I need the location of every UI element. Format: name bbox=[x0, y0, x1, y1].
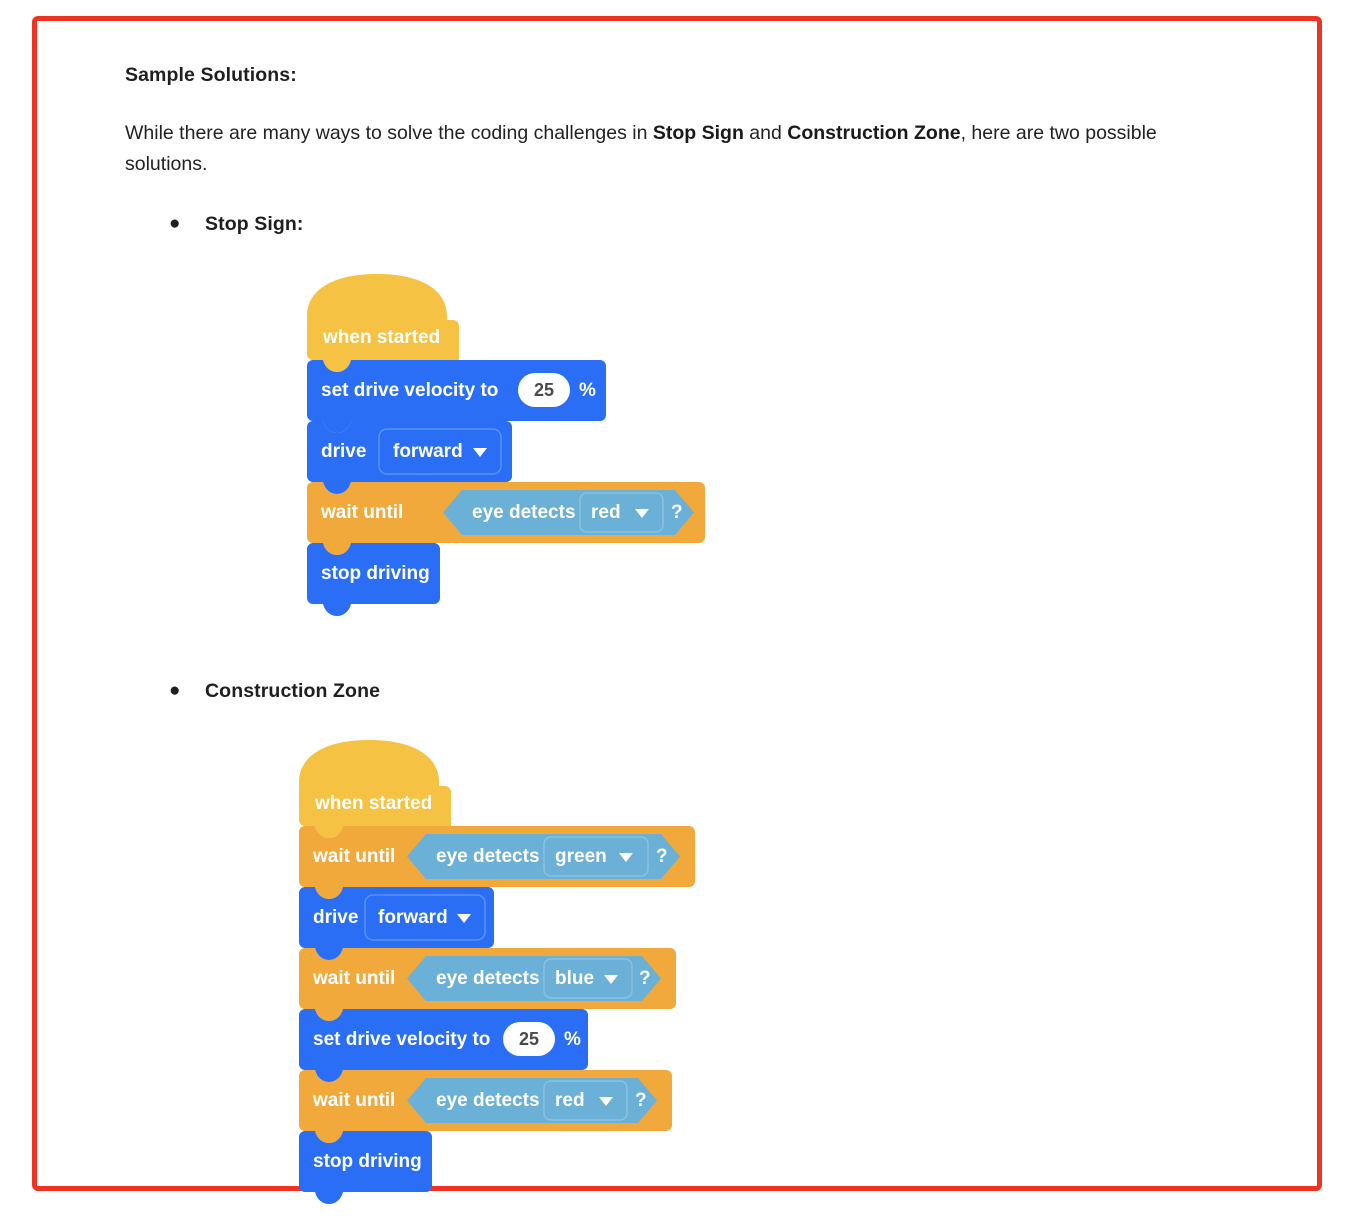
block-wait-until-red-label: wait until bbox=[320, 502, 403, 523]
block-when-started[interactable]: when started bbox=[307, 274, 459, 373]
stop-sign-program: when started set drive velocity to 25 % bbox=[307, 272, 1305, 622]
bullet-dot-icon: ● bbox=[169, 680, 181, 702]
block-wait-until-red-label: wait until bbox=[312, 1090, 395, 1111]
dropdown-eye-color-green-value: green bbox=[555, 846, 607, 867]
chevron-down-icon bbox=[457, 913, 471, 923]
chevron-down-icon bbox=[635, 509, 649, 519]
intro-text-part2: and bbox=[743, 122, 788, 145]
dropdown-eye-color-red[interactable]: red bbox=[579, 492, 664, 533]
block-set-drive-velocity[interactable]: set drive velocity to 25 % bbox=[307, 360, 606, 434]
dropdown-drive-direction-value: forward bbox=[378, 907, 448, 928]
bullet-label-stop-sign: Stop Sign: bbox=[205, 212, 304, 235]
dropdown-drive-direction-bg bbox=[378, 428, 502, 475]
boolean-eye-detects-green[interactable]: eye detects green ? bbox=[407, 833, 680, 879]
intro-bold-construction-zone: Construction Zone bbox=[787, 122, 961, 145]
block-set-drive-velocity[interactable]: set drive velocity to 25 % bbox=[299, 1008, 588, 1082]
block-when-started-shape bbox=[299, 739, 451, 838]
block-wait-until-red[interactable]: wait until eye detects red ? bbox=[307, 482, 705, 556]
block-wait-until-green[interactable]: wait until eye detects green ? bbox=[299, 825, 695, 899]
boolean-eye-detects-red[interactable]: eye detects red ? bbox=[407, 1077, 657, 1123]
intro-text-part3: , here are two possible solutions. bbox=[125, 122, 1157, 175]
boolean-eye-detects-green-label: eye detects bbox=[436, 846, 540, 867]
block-when-started[interactable]: when started bbox=[299, 739, 451, 838]
boolean-eye-detects-red-suffix: ? bbox=[671, 502, 683, 523]
block-stop-driving-shape bbox=[299, 1130, 432, 1204]
block-when-started-label: when started bbox=[314, 793, 432, 814]
dropdown-drive-direction-bg bbox=[364, 893, 486, 941]
dropdown-eye-color-red-bg bbox=[579, 492, 664, 533]
block-when-started-shape bbox=[307, 274, 459, 373]
block-drive-forward[interactable]: drive forward bbox=[307, 421, 512, 495]
boolean-eye-detects-blue-label: eye detects bbox=[436, 968, 540, 989]
boolean-eye-detects-green-suffix: ? bbox=[656, 846, 668, 867]
number-input-velocity-bg bbox=[503, 1021, 555, 1056]
number-input-velocity-value: 25 bbox=[534, 380, 554, 400]
block-drive-forward-label: drive bbox=[313, 907, 358, 928]
dropdown-eye-color-red-value: red bbox=[555, 1090, 585, 1111]
dropdown-eye-color-green[interactable]: green bbox=[543, 835, 649, 877]
dropdown-drive-direction[interactable]: forward bbox=[364, 893, 486, 941]
dropdown-eye-color-green-bg bbox=[543, 835, 649, 877]
block-drive-forward[interactable]: drive forward bbox=[299, 886, 494, 960]
page-title: Sample Solutions: bbox=[125, 64, 297, 86]
block-stop-driving[interactable]: stop driving bbox=[299, 1130, 432, 1204]
block-wait-until-blue-label: wait until bbox=[312, 968, 395, 989]
chevron-down-icon bbox=[473, 448, 487, 458]
chevron-down-icon bbox=[599, 1096, 613, 1106]
block-set-drive-velocity-label: set drive velocity to bbox=[313, 1029, 490, 1050]
bullet-item-stop-sign: ● Stop Sign: bbox=[169, 213, 1305, 236]
bullet-dot-icon: ● bbox=[169, 212, 181, 234]
block-stop-driving-label: stop driving bbox=[321, 563, 430, 584]
number-input-velocity-bg bbox=[518, 373, 570, 408]
number-input-velocity[interactable]: 25 bbox=[518, 373, 570, 408]
number-input-velocity[interactable]: 25 bbox=[503, 1021, 555, 1056]
block-when-started-label: when started bbox=[322, 327, 440, 348]
dropdown-eye-color-red-value: red bbox=[591, 502, 621, 523]
block-set-drive-velocity-suffix: % bbox=[564, 1029, 581, 1050]
intro-text-part1: While there are many ways to solve the c… bbox=[125, 122, 653, 145]
boolean-eye-detects-red-suffix: ? bbox=[635, 1090, 647, 1111]
dropdown-eye-color-blue-bg bbox=[543, 957, 633, 999]
block-drive-forward-label: drive bbox=[321, 441, 366, 462]
boolean-eye-detects-blue[interactable]: eye detects blue ? bbox=[407, 955, 661, 1001]
block-stop-driving-label: stop driving bbox=[313, 1151, 422, 1172]
dropdown-drive-direction[interactable]: forward bbox=[378, 428, 502, 475]
number-input-velocity-value: 25 bbox=[519, 1028, 539, 1048]
boolean-eye-detects-blue-suffix: ? bbox=[639, 968, 651, 989]
chevron-down-icon bbox=[604, 974, 618, 984]
dropdown-eye-color-red[interactable]: red bbox=[543, 1079, 628, 1121]
chevron-down-icon bbox=[619, 852, 633, 862]
bullet-label-construction-zone: Construction Zone bbox=[205, 680, 381, 703]
construction-zone-program: when started wait until eye detects gree… bbox=[299, 738, 1305, 1208]
boolean-eye-detects-red-label: eye detects bbox=[436, 1090, 540, 1111]
boolean-eye-detects-red-label: eye detects bbox=[472, 502, 576, 523]
block-set-drive-velocity-label: set drive velocity to bbox=[321, 380, 498, 401]
block-set-drive-velocity-suffix: % bbox=[579, 380, 596, 401]
block-stop-driving-shape bbox=[307, 543, 440, 617]
content-column: Sample Solutions: While there are many w… bbox=[125, 63, 1305, 1208]
dropdown-drive-direction-value: forward bbox=[393, 441, 463, 462]
dropdown-eye-color-blue[interactable]: blue bbox=[543, 957, 633, 999]
block-stop-driving[interactable]: stop driving bbox=[307, 543, 440, 617]
intro-bold-stop-sign: Stop Sign bbox=[652, 122, 744, 145]
dropdown-eye-color-red-bg bbox=[543, 1079, 628, 1121]
dropdown-eye-color-blue-value: blue bbox=[555, 968, 594, 989]
bullet-item-construction-zone: ● Construction Zone bbox=[169, 680, 1305, 703]
block-wait-until-red[interactable]: wait until eye detects red ? bbox=[299, 1069, 672, 1143]
block-wait-until-blue[interactable]: wait until eye detects blue ? bbox=[299, 947, 676, 1021]
block-wait-until-green-label: wait until bbox=[312, 846, 395, 867]
boolean-eye-detects-red[interactable]: eye detects red ? bbox=[443, 490, 694, 536]
red-highlight-frame: Sample Solutions: While there are many w… bbox=[32, 16, 1322, 1204]
intro-paragraph: While there are many ways to solve the c… bbox=[125, 118, 1235, 178]
